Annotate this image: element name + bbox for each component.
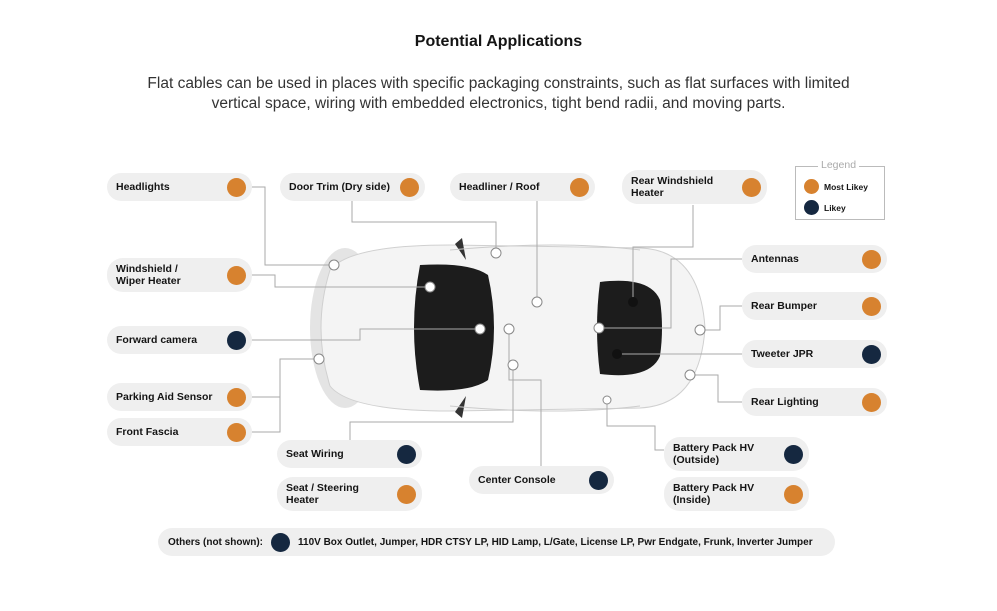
most-likely-dot-icon xyxy=(397,484,416,504)
most-likely-dot-icon xyxy=(742,177,761,197)
label-seat-wiring: Seat Wiring xyxy=(277,440,422,468)
most-likely-dot-icon xyxy=(862,392,881,412)
page-title: Potential Applications xyxy=(414,33,583,50)
label-headliner: Headliner / Roof xyxy=(450,173,595,201)
label-headlights: Headlights xyxy=(107,173,252,201)
label-seat-heater: Seat / Steering Heater xyxy=(277,477,422,511)
most-likely-dot-icon xyxy=(862,296,881,316)
subtitle: Flat cables can be used in places with s… xyxy=(147,75,850,112)
likely-dot-icon xyxy=(804,200,819,215)
most-likely-dot-icon xyxy=(862,249,881,269)
most-likely-dot-icon xyxy=(804,179,819,194)
most-likely-dot-icon xyxy=(784,484,803,504)
label-antennas: Antennas xyxy=(742,245,887,273)
label-front-fascia: Front Fascia xyxy=(107,418,252,446)
most-likely-dot-icon xyxy=(570,177,589,197)
label-center-console: Center Console xyxy=(469,466,614,494)
most-likely-dot-icon xyxy=(227,265,246,285)
others-not-shown: Others (not shown): 110V Box Outlet, Jum… xyxy=(158,528,835,556)
label-battery-inside: Battery Pack HV (Inside) xyxy=(664,477,809,511)
connector-lines xyxy=(250,186,742,466)
dark-points xyxy=(612,297,638,359)
connection-points xyxy=(313,247,706,405)
likely-dot-icon xyxy=(397,444,416,464)
likely-dot-icon xyxy=(784,444,803,464)
label-tweeter: Tweeter JPR xyxy=(742,340,887,368)
label-rear-windshield: Rear Windshield Heater xyxy=(622,170,767,204)
label-door-trim: Door Trim (Dry side) xyxy=(280,173,425,201)
likely-dot-icon xyxy=(589,470,608,490)
likely-dot-icon xyxy=(271,532,290,552)
most-likely-dot-icon xyxy=(400,177,419,197)
likely-dot-icon xyxy=(227,330,246,350)
label-rear-lighting: Rear Lighting xyxy=(742,388,887,416)
likely-dot-icon xyxy=(862,344,881,364)
label-parking-aid: Parking Aid Sensor xyxy=(107,383,252,411)
label-rear-bumper: Rear Bumper xyxy=(742,292,887,320)
legend: Legend Most Likey Likey xyxy=(795,159,885,220)
label-forward-camera: Forward camera xyxy=(107,326,252,354)
most-likely-dot-icon xyxy=(227,422,246,442)
label-battery-outside: Battery Pack HV (Outside) xyxy=(664,437,809,471)
most-likely-dot-icon xyxy=(227,387,246,407)
most-likely-dot-icon xyxy=(227,177,246,197)
label-windshield: Windshield / Wiper Heater xyxy=(107,258,252,292)
